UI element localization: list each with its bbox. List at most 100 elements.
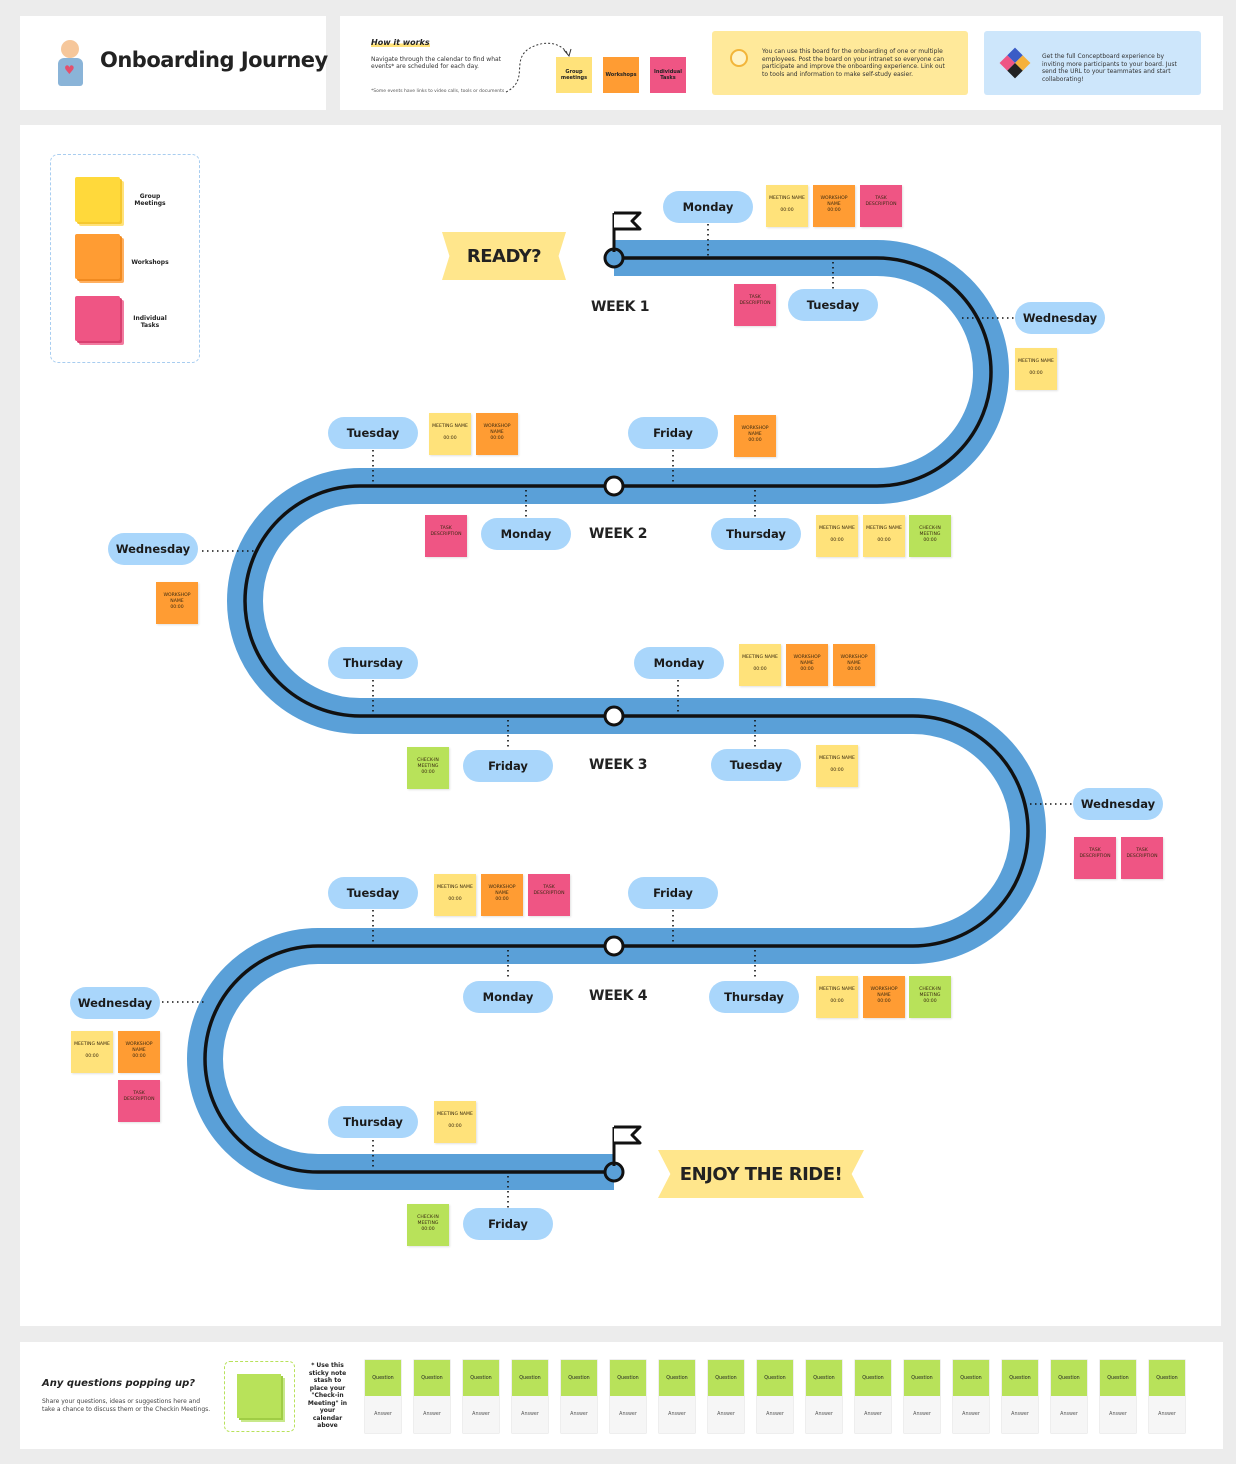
- day-pill-w3-monday[interactable]: Monday: [634, 647, 724, 679]
- day-pill-w2-friday[interactable]: Friday: [628, 417, 718, 449]
- mini-note-workshops[interactable]: Workshops: [603, 57, 639, 93]
- answer-note[interactable]: Answer: [610, 1396, 646, 1433]
- day-pill-w1-wednesday[interactable]: Wednesday: [1015, 302, 1105, 334]
- question-note[interactable]: Question: [1051, 1360, 1087, 1396]
- question-note[interactable]: Question: [757, 1360, 793, 1396]
- answer-note[interactable]: Answer: [463, 1396, 499, 1433]
- task-note[interactable]: TASK DESCRIPTION: [734, 284, 776, 326]
- question-note[interactable]: Question: [561, 1360, 597, 1396]
- answer-note[interactable]: Answer: [1100, 1396, 1136, 1433]
- answer-note[interactable]: Answer: [904, 1396, 940, 1433]
- question-note[interactable]: Question: [1149, 1360, 1185, 1396]
- day-pill-w2-wednesday[interactable]: Wednesday: [108, 533, 198, 565]
- question-note[interactable]: Question: [806, 1360, 842, 1396]
- mini-note-group-meetings[interactable]: Group meetings: [556, 57, 592, 93]
- task-note[interactable]: TASK DESCRIPTION: [425, 515, 467, 557]
- question-note[interactable]: Question: [659, 1360, 695, 1396]
- answer-note[interactable]: Answer: [806, 1396, 842, 1433]
- answer-note[interactable]: Answer: [953, 1396, 989, 1433]
- task-note[interactable]: TASK DESCRIPTION: [528, 874, 570, 916]
- task-note[interactable]: TASK DESCRIPTION: [118, 1080, 160, 1122]
- day-pill-w1-monday[interactable]: Monday: [663, 191, 753, 223]
- question-note[interactable]: Question: [708, 1360, 744, 1396]
- question-note[interactable]: Question: [953, 1360, 989, 1396]
- day-pill-w2-monday[interactable]: Monday: [481, 518, 571, 550]
- answer-note[interactable]: Answer: [659, 1396, 695, 1433]
- day-pill-w3-wednesday[interactable]: Wednesday: [1073, 788, 1163, 820]
- question-note[interactable]: Question: [610, 1360, 646, 1396]
- day-pill-w4-thursday[interactable]: Thursday: [709, 981, 799, 1013]
- answer-note[interactable]: Answer: [1051, 1396, 1087, 1433]
- mini-note-individual-tasks[interactable]: Individual Tasks: [650, 57, 686, 93]
- question-note[interactable]: Question: [855, 1360, 891, 1396]
- legend-stash-individual-tasks[interactable]: [75, 296, 120, 341]
- answer-note[interactable]: Answer: [365, 1396, 401, 1433]
- answer-note[interactable]: Answer: [708, 1396, 744, 1433]
- day-pill-w2-thursday[interactable]: Thursday: [711, 518, 801, 550]
- question-note[interactable]: Question: [1002, 1360, 1038, 1396]
- answer-note[interactable]: Answer: [512, 1396, 548, 1433]
- task-note[interactable]: TASK DESCRIPTION: [860, 185, 902, 227]
- question-note[interactable]: Question: [1100, 1360, 1136, 1396]
- day-pill-w5-thursday[interactable]: Thursday: [328, 1106, 418, 1138]
- answer-note[interactable]: Answer: [757, 1396, 793, 1433]
- day-pill-w4-tuesday[interactable]: Tuesday: [328, 877, 418, 909]
- answer-note[interactable]: Answer: [561, 1396, 597, 1433]
- day-pill-w1-tuesday[interactable]: Tuesday: [788, 289, 878, 321]
- day-pill-w4-monday[interactable]: Monday: [463, 981, 553, 1013]
- day-pill-w3-thursday[interactable]: Thursday: [328, 647, 418, 679]
- question-note[interactable]: Question: [414, 1360, 450, 1396]
- task-note[interactable]: TASK DESCRIPTION: [1121, 837, 1163, 879]
- legend-stash-group-meetings[interactable]: [75, 177, 120, 222]
- day-pill-w3-tuesday[interactable]: Tuesday: [711, 749, 801, 781]
- answer-note[interactable]: Answer: [1149, 1396, 1185, 1433]
- day-pill-w2-tuesday[interactable]: Tuesday: [328, 417, 418, 449]
- question-note[interactable]: Question: [463, 1360, 499, 1396]
- question-note[interactable]: Question: [904, 1360, 940, 1396]
- day-pill-w4-friday[interactable]: Friday: [628, 877, 718, 909]
- question-note[interactable]: Question: [512, 1360, 548, 1396]
- question-note[interactable]: Question: [365, 1360, 401, 1396]
- checkin-sticky-stash[interactable]: [237, 1374, 281, 1418]
- day-pill-w4-wednesday[interactable]: Wednesday: [70, 987, 160, 1019]
- answer-note[interactable]: Answer: [1002, 1396, 1038, 1433]
- day-pill-w3-friday[interactable]: Friday: [463, 750, 553, 782]
